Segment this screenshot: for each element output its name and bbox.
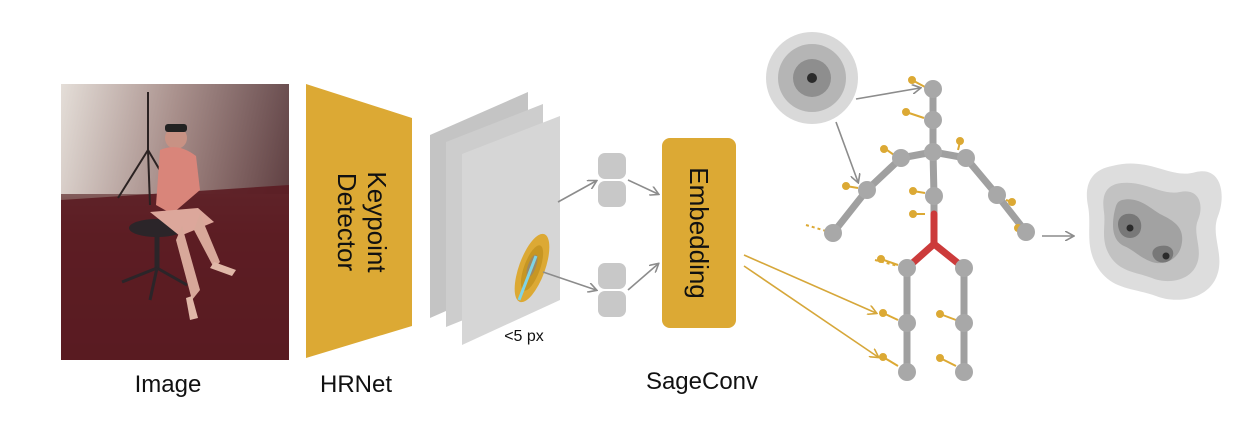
joint-left-wrist [824, 224, 842, 242]
keypoint-detector-block [306, 84, 412, 358]
detector-label-line1: Keypoint [362, 171, 392, 273]
highlighted-edges [903, 210, 968, 272]
joint-left-elbow [858, 181, 876, 199]
arrow-embedding-to-knee [743, 254, 876, 313]
arrow-token-lower-to-embedding [627, 264, 658, 291]
output-distribution [1086, 163, 1222, 300]
input-image [61, 84, 289, 360]
arrow-distribution-to-elbow [835, 121, 858, 182]
embedding-label: Embedding [684, 167, 714, 299]
arrow-heatmap-to-token-lower [542, 271, 596, 290]
embedding-block [662, 138, 736, 328]
joint-left-hip [898, 259, 916, 277]
joint-left-ankle [898, 363, 916, 381]
detector-label-line2: Detector [332, 173, 362, 272]
joint-left-knee [898, 314, 916, 332]
image-label: Image [135, 371, 202, 398]
heatmap-stack [430, 92, 560, 345]
joint-right-elbow [988, 186, 1006, 204]
backbone-label: HRNet [320, 371, 392, 398]
keypoint-heatmap-blob [514, 233, 550, 303]
error-bound-label: <5 px [504, 328, 544, 345]
skeleton-graph [805, 76, 1035, 381]
joint-spine [925, 187, 943, 205]
joint-right-hip [955, 259, 973, 277]
joint-right-knee [955, 314, 973, 332]
token-pair-lower [598, 263, 626, 317]
joint-neck [924, 111, 942, 129]
joint-head [924, 80, 942, 98]
arrow-distribution-to-head [855, 88, 920, 100]
token-pair-upper [598, 153, 626, 207]
keypoint-distribution [766, 32, 858, 124]
gnn-label: SageConv [646, 368, 758, 395]
error-vector [517, 255, 538, 301]
arrow-heatmap-to-token-upper [557, 181, 596, 203]
joint-left-shoulder [892, 149, 910, 167]
joint-right-ankle [955, 363, 973, 381]
joint-thorax [924, 143, 942, 161]
joint-right-shoulder [957, 149, 975, 167]
joint-right-wrist [1017, 223, 1035, 241]
arrow-embedding-to-ankle [743, 265, 878, 357]
arrow-token-upper-to-embedding [627, 179, 658, 194]
